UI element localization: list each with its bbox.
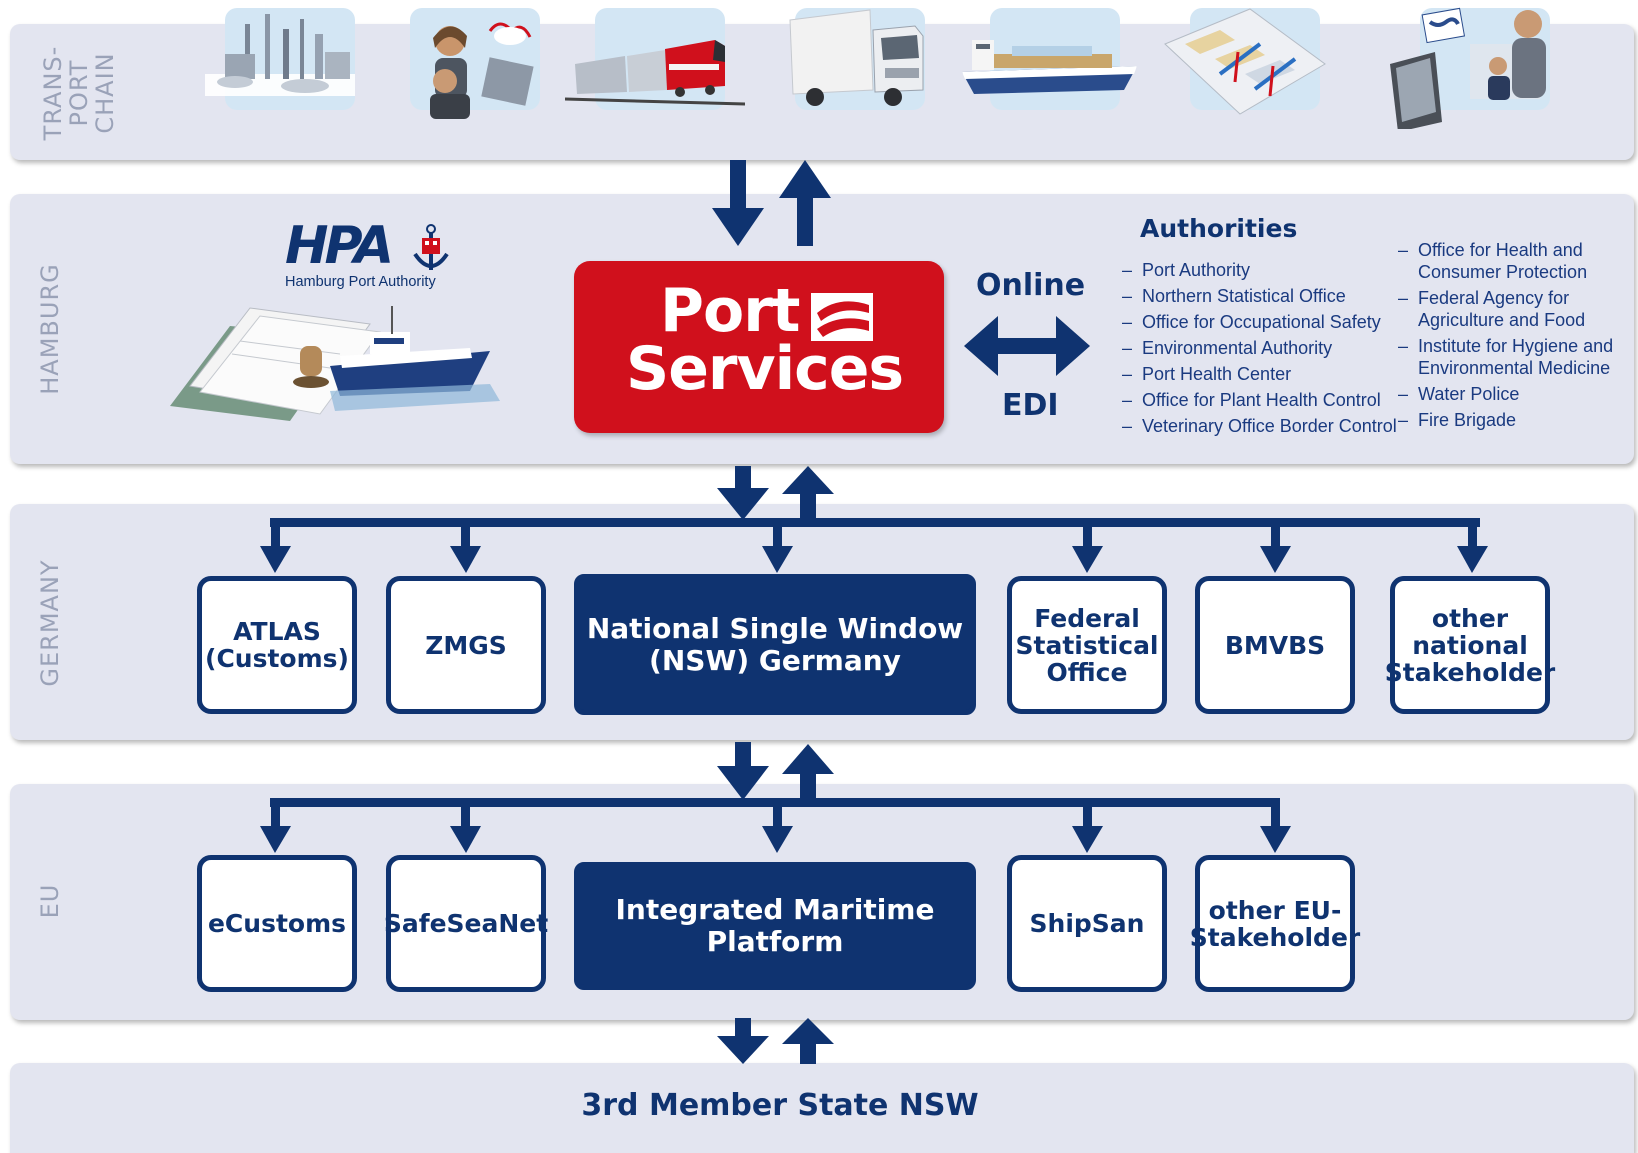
hpa-logo-text: HPA	[285, 216, 394, 276]
member-state-label: 3rd Member State NSW	[581, 1088, 979, 1123]
authorities-list-right: Office for Health and Consumer Protectio…	[1398, 239, 1623, 431]
authority-item: Environmental Authority	[1122, 335, 1402, 361]
node-integrated-maritime-platform[interactable]: Integrated Maritime Platform	[574, 862, 976, 990]
port-services-flag-icon	[811, 293, 873, 341]
node-shipsan[interactable]: ShipSan	[1007, 855, 1167, 992]
ship-illustration	[962, 8, 1137, 110]
authority-item: Port Authority	[1122, 257, 1402, 283]
authority-item: Port Health Center	[1122, 361, 1402, 387]
authority-item: Office for Plant Health Control	[1122, 387, 1402, 413]
port-services-line1: Port	[660, 276, 800, 346]
node-atlas-customs[interactable]: ATLAS (Customs)	[197, 576, 357, 714]
customs-office-illustration	[1390, 7, 1550, 129]
hpa-name: Hamburg Port Authority	[285, 274, 436, 290]
node-other-eu-stakeholder[interactable]: other EU- Stakeholder	[1190, 855, 1360, 992]
authority-item: Veterinary Office Border Control	[1122, 413, 1402, 439]
truck-illustration	[789, 8, 925, 110]
port-services-line2: Services	[626, 334, 904, 404]
band-label-transport: TRANS- PORT CHAIN	[39, 45, 119, 141]
node-bmvbs[interactable]: BMVBS	[1195, 576, 1355, 714]
arrow-down-eu-memberstate	[717, 1018, 769, 1064]
authorities-title: Authorities	[1140, 214, 1298, 243]
authorities-list-left: Port Authority Northern Statistical Offi…	[1122, 257, 1402, 439]
edi-label: EDI	[1002, 388, 1059, 423]
authority-item: Office for Health and Consumer Protectio…	[1398, 239, 1623, 283]
authority-item: Northern Statistical Office	[1122, 283, 1402, 309]
node-federal-statistical-office[interactable]: Federal Statistical Office	[1007, 576, 1167, 714]
train-illustration	[565, 8, 745, 110]
authority-item: Fire Brigade	[1398, 409, 1623, 431]
arrow-up-eu-memberstate	[782, 1018, 834, 1064]
hamburg-crest-icon	[413, 224, 449, 270]
node-zmgs[interactable]: ZMGS	[386, 576, 546, 714]
node-national-single-window[interactable]: National Single Window (NSW) Germany	[574, 574, 976, 715]
hpa-logo: HPA Hamburg Port Authority	[285, 216, 455, 292]
authority-item: Federal Agency for Agriculture and Food	[1398, 287, 1623, 331]
port-services-box[interactable]: Port Services	[574, 261, 944, 433]
office-workers-illustration	[410, 8, 540, 119]
band-label-germany: GERMANY	[36, 559, 64, 687]
authority-item: Institute for Hygiene and Environmental …	[1398, 335, 1623, 379]
band-label-eu: EU	[36, 883, 64, 919]
node-safeseanet[interactable]: SafeSeaNet	[384, 855, 548, 992]
container-terminal-illustration	[1164, 8, 1326, 115]
node-ecustoms[interactable]: eCustoms	[197, 855, 357, 992]
authority-item: Office for Occupational Safety	[1122, 309, 1402, 335]
refinery-illustration	[205, 8, 355, 110]
documents-and-police-boat-illustration	[170, 306, 500, 421]
authority-item: Water Police	[1398, 383, 1623, 405]
member-state-band	[10, 1063, 1634, 1153]
online-label: Online	[976, 268, 1086, 303]
band-label-hamburg: HAMBURG	[36, 263, 64, 395]
node-other-national-stakeholder[interactable]: other national Stakeholder	[1385, 576, 1555, 714]
